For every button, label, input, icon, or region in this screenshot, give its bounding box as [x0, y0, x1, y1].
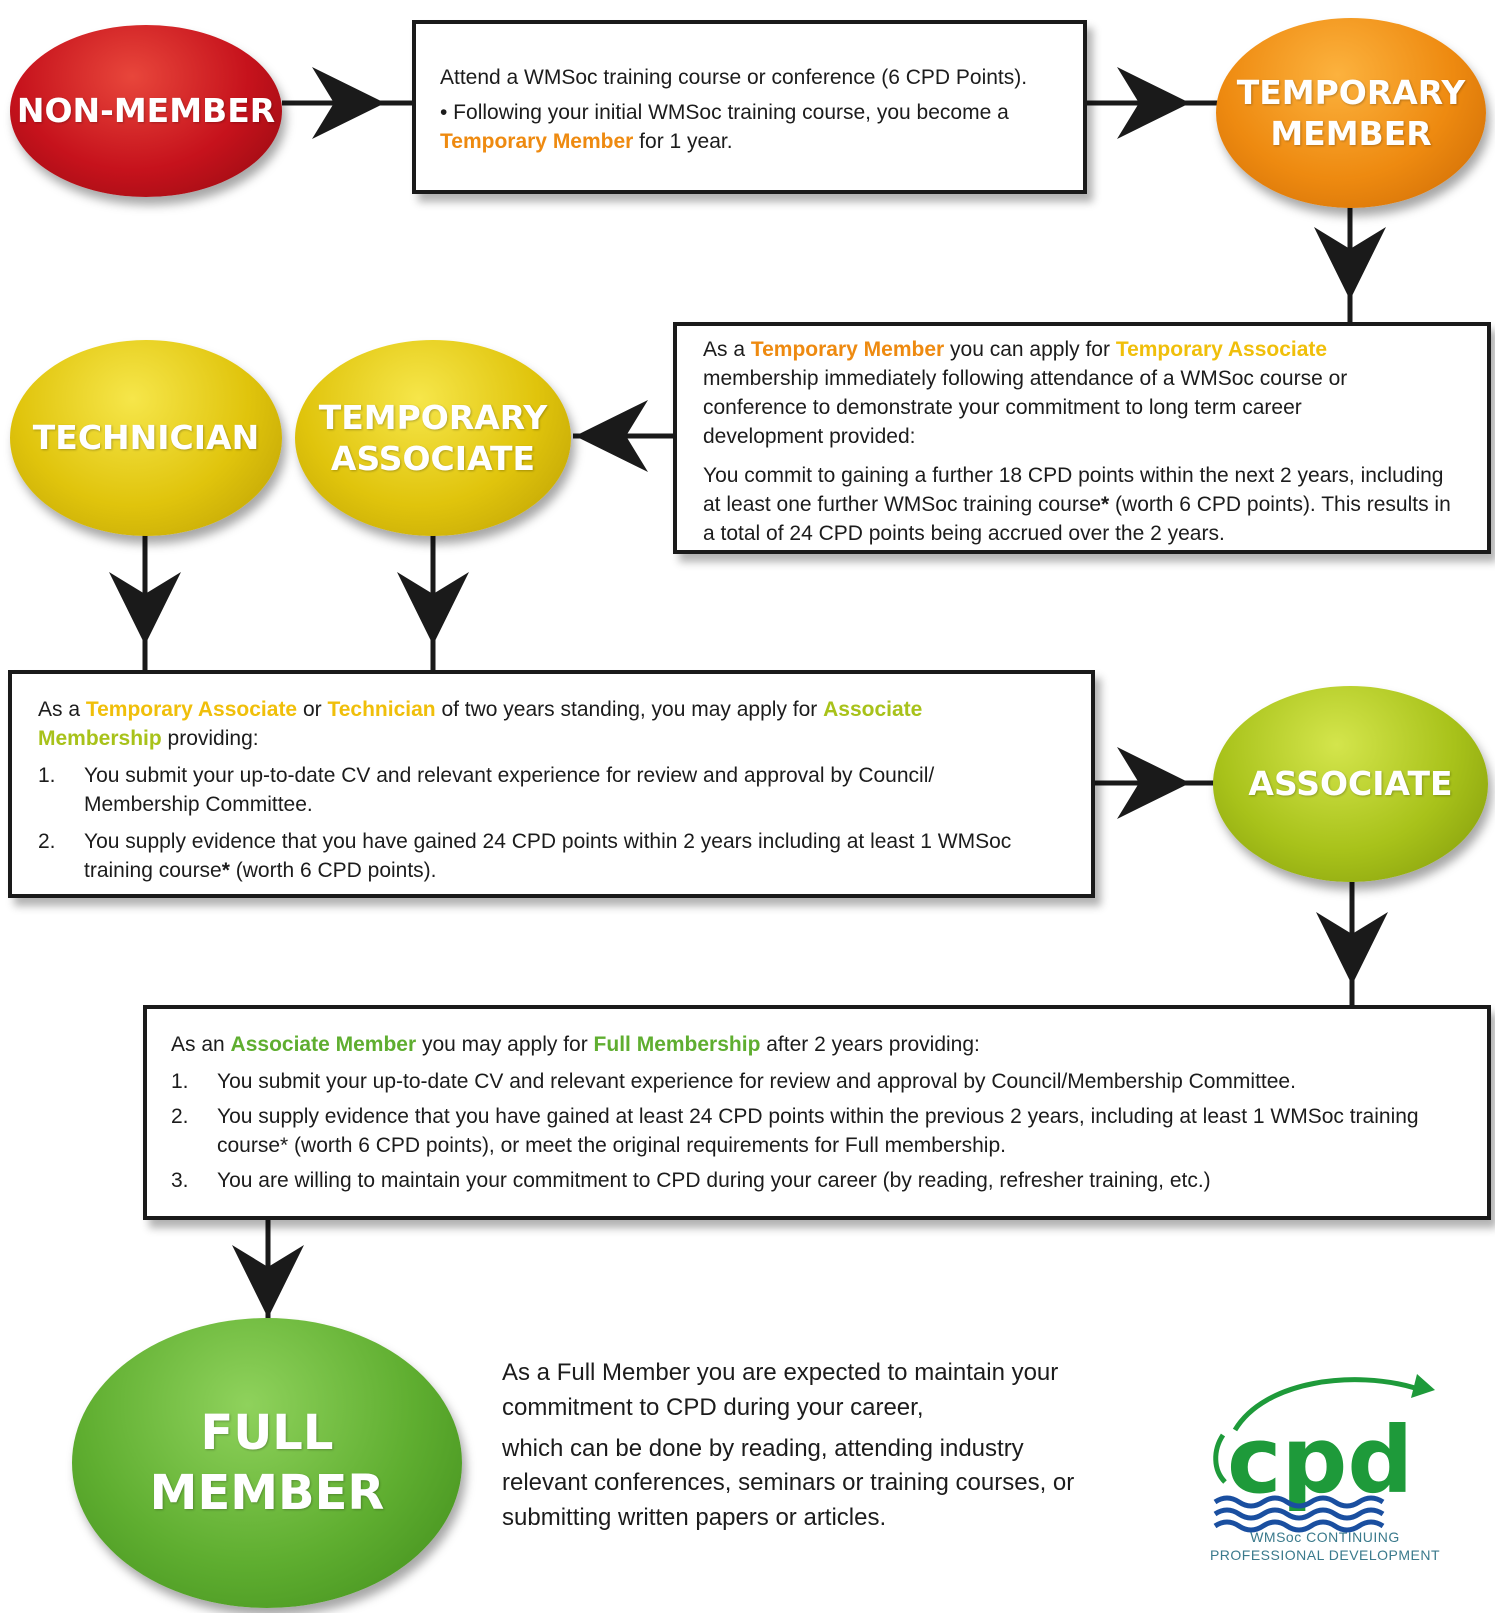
step-box-full-membership: As an Associate Member you may apply for…: [143, 1005, 1491, 1220]
text: (worth 6 CPD points). This results in a …: [703, 492, 1451, 545]
description-paragraph: As a Full Member you are expected to mai…: [502, 1359, 1059, 1421]
stage-label: TECHNICIAN: [32, 418, 260, 458]
stage-associate: ASSOCIATE: [1213, 686, 1488, 882]
text: You commit to gaining a further 18 CPD p…: [703, 463, 1444, 516]
list-number: 2.: [38, 829, 56, 853]
highlight-temporary-associate: Temporary Associate: [85, 698, 298, 721]
arrowhead-down: [1316, 912, 1388, 985]
description-paragraph: which can be done by reading, attending …: [502, 1434, 1075, 1532]
caption-line: WMSoc CONTINUING: [1250, 1529, 1400, 1545]
list-text: You supply evidence that you have gained…: [217, 1104, 1419, 1157]
highlight-associate-membership: Associate Membership: [38, 698, 923, 750]
list-number: 2.: [171, 1104, 189, 1128]
stage-label: FULL: [200, 1405, 334, 1461]
text: of two years standing, you may apply for: [435, 698, 824, 721]
list-text: You submit your up-to-date CV and releva…: [84, 763, 935, 816]
highlight-associate-member: Associate Member: [230, 1033, 417, 1056]
asterisk: *: [221, 858, 230, 882]
step-box-temporary-member: Attend a WMSoc training course or confer…: [412, 20, 1087, 194]
text: You supply evidence that you have gained…: [84, 829, 1012, 882]
text: membership immediately following attenda…: [703, 366, 1348, 448]
box-text: You commit to gaining a further 18 CPD p…: [703, 462, 1457, 549]
stage-temporary-associate: TEMPORARY ASSOCIATE: [295, 340, 571, 536]
arrowhead-down: [397, 572, 469, 645]
box-text: Attend a WMSoc training course or confer…: [440, 64, 1059, 93]
arrowhead-down: [109, 572, 181, 645]
step-box-temporary-associate: As a Temporary Member you can apply for …: [673, 322, 1491, 554]
arrowhead-right: [1117, 747, 1190, 819]
list-item: 3. You are willing to maintain your comm…: [171, 1167, 1427, 1196]
full-member-description: As a Full Member you are expected to mai…: [502, 1356, 1082, 1536]
box-text: As a Temporary Associate or Technician o…: [38, 696, 1061, 754]
text: As a: [38, 698, 86, 721]
stage-label: ASSOCIATE: [1248, 764, 1453, 804]
stage-non-member: NON-MEMBER: [10, 25, 282, 197]
logo-caption: WMSoc CONTINUING PROFESSIONAL DEVELOPMEN…: [1200, 1528, 1450, 1564]
stage-label: TEMPORARY: [318, 397, 548, 437]
asterisk: *: [1101, 492, 1110, 516]
stage-technician: TECHNICIAN: [10, 340, 282, 536]
list-number: 1.: [38, 763, 56, 787]
list-text: You supply evidence that you have gained…: [84, 828, 1061, 886]
list-item: 1. You submit your up-to-date CV and rel…: [171, 1068, 1427, 1097]
highlight-temporary-member: Temporary Member: [750, 338, 945, 361]
stage-label: MEMBER: [149, 1465, 385, 1521]
arrowhead-down: [232, 1245, 304, 1318]
list-item: 2. You supply evidence that you have gai…: [38, 828, 1061, 886]
stage-temporary-member: TEMPORARY MEMBER: [1216, 18, 1486, 208]
list-number: 1.: [171, 1069, 189, 1093]
text: after 2 years providing:: [760, 1033, 980, 1056]
box-text: As an Associate Member you may apply for…: [171, 1031, 1427, 1060]
stage-label: NON-MEMBER: [16, 91, 276, 131]
text: you can apply for: [944, 338, 1116, 361]
cpd-logo: cpd: [1213, 1374, 1435, 1533]
list-number: 3.: [171, 1168, 189, 1192]
text: As a: [703, 338, 751, 361]
arrowhead-right: [1117, 67, 1190, 139]
highlight-full-membership: Full Membership: [593, 1033, 761, 1056]
caption-line: PROFESSIONAL DEVELOPMENT: [1209, 1547, 1441, 1564]
text: (worth 6 CPD points).: [229, 858, 437, 882]
highlight-temporary-associate: Temporary Associate: [1115, 338, 1328, 361]
step-box-associate: As a Temporary Associate or Technician o…: [8, 670, 1095, 898]
stage-label: MEMBER: [1270, 114, 1432, 153]
stage-label: ASSOCIATE: [330, 439, 536, 478]
stage-label: TEMPORARY: [1236, 72, 1466, 112]
stage-full-member: FULL MEMBER: [72, 1318, 462, 1608]
text: or: [297, 698, 328, 721]
list-item: 2. You supply evidence that you have gai…: [171, 1103, 1427, 1161]
list-text: You submit your up-to-date CV and releva…: [217, 1069, 1296, 1093]
list-item: 1. You submit your up-to-date CV and rel…: [38, 762, 1061, 820]
text: As an: [171, 1033, 231, 1056]
highlight-technician: Technician: [327, 698, 436, 721]
list-text: You are willing to maintain your commitm…: [217, 1168, 1211, 1192]
box-text: As a Temporary Member you can apply for …: [703, 336, 1457, 452]
text: for 1 year.: [633, 129, 733, 153]
text: Attend a WMSoc training course or confer…: [440, 66, 1028, 89]
arrowhead-right: [312, 67, 385, 139]
text: you may apply for: [416, 1033, 594, 1056]
text: providing:: [161, 726, 259, 750]
highlight-temporary-member: Temporary Member: [440, 129, 634, 153]
arrowhead-down: [1314, 227, 1386, 300]
text: • Following your initial WMSoc training …: [440, 100, 1009, 124]
box-text: • Following your initial WMSoc training …: [440, 99, 1059, 157]
arrowhead-left: [575, 400, 648, 472]
